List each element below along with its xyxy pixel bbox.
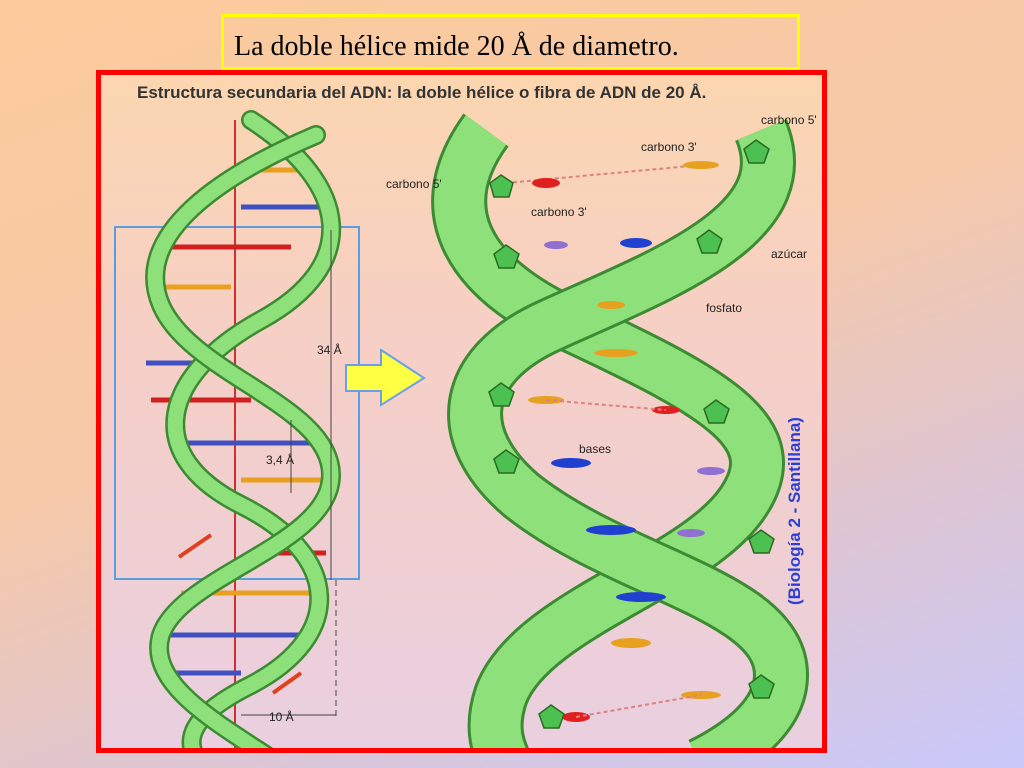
label-carbono5-top: carbono 5' — [761, 113, 817, 127]
big-strand-b — [450, 120, 807, 748]
direction-arrow-down — [271, 671, 303, 695]
label-carbono3-top: carbono 3' — [641, 140, 697, 154]
slide-title-text: La doble hélice mide 20 Å de diametro. — [234, 31, 679, 62]
zoom-arrow — [345, 348, 426, 407]
label-carbono5-left: carbono 5' — [386, 177, 442, 191]
dna-figure: Estructura secundaria del ADN: la doble … — [96, 70, 827, 753]
direction-arrow-up — [177, 533, 213, 559]
label-azucar: azúcar — [771, 247, 808, 261]
figure-heading: Estructura secundaria del ADN: la doble … — [137, 83, 707, 102]
strand-a — [167, 112, 339, 748]
left-helix — [114, 110, 360, 748]
label-carbono3-left: carbono 3' — [531, 205, 587, 219]
right-helix — [431, 113, 810, 748]
dna-diagram — [114, 110, 810, 748]
sugar-pentagons — [488, 139, 775, 729]
label-fosfato: fosfato — [706, 301, 743, 315]
label-rise: 3,4 Å — [266, 453, 295, 467]
slide-title: La doble hélice mide 20 Å de diametro. — [221, 14, 800, 70]
label-bases: bases — [579, 442, 612, 456]
big-strand-a — [434, 115, 782, 748]
label-width: 10 Å — [269, 710, 294, 724]
label-pitch: 34 Å — [317, 343, 342, 357]
big-bases — [505, 161, 725, 722]
base-pairs — [146, 167, 331, 676]
strand-b — [147, 127, 339, 748]
source-credit: (Biología 2 - Santillana) — [785, 417, 804, 605]
